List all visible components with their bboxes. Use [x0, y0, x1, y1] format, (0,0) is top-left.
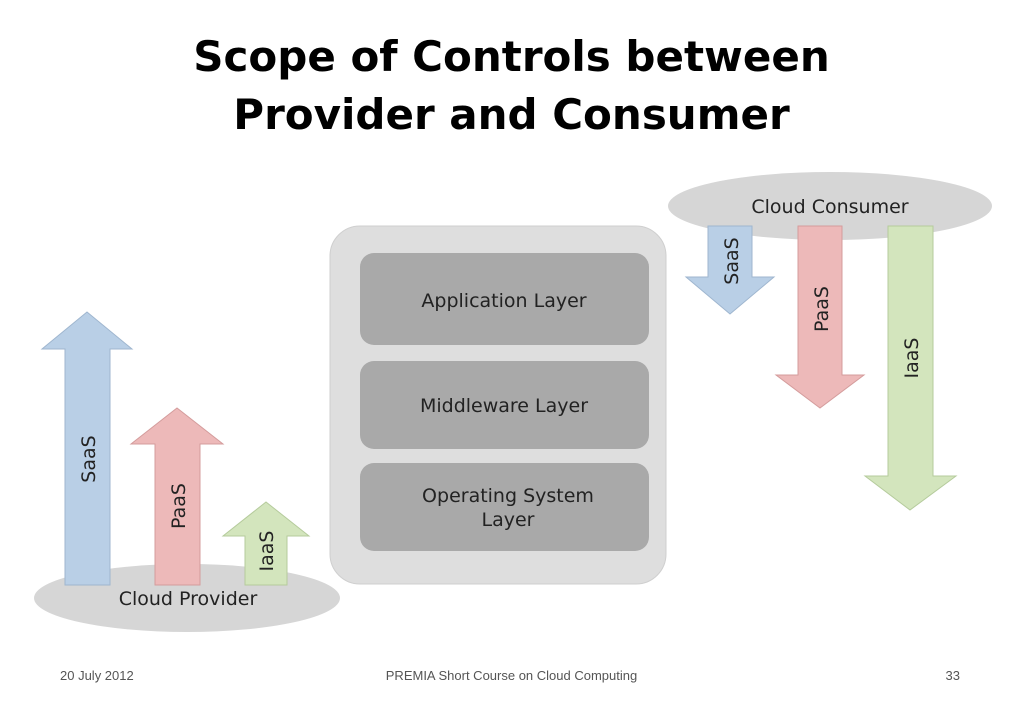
- os-layer-label-line2: Layer: [482, 509, 535, 531]
- title-line-1: Scope of Controls between: [193, 32, 830, 81]
- provider-paas-arrow: [129, 407, 225, 586]
- middleware-layer-box: [360, 361, 649, 449]
- provider-paas-label: PaaS: [168, 483, 190, 529]
- application-layer-label: Application Layer: [421, 290, 586, 312]
- os-layer-label-line1: Operating System: [422, 485, 594, 507]
- footer-course-title: PREMIA Short Course on Cloud Computing: [385, 668, 638, 683]
- provider-iaas-label: IaaS: [256, 531, 278, 572]
- consumer-paas-arrow: [774, 225, 866, 409]
- cloud-consumer-label: Cloud Consumer: [751, 196, 908, 218]
- consumer-iaas-arrow: [863, 225, 958, 511]
- provider-saas-label: SaaS: [78, 435, 100, 482]
- title-line-2: Provider and Consumer: [233, 90, 790, 139]
- middleware-layer-label: Middleware Layer: [420, 395, 588, 417]
- provider-saas-arrow: [40, 311, 134, 586]
- consumer-saas-label: SaaS: [721, 237, 743, 284]
- consumer-paas-label: PaaS: [811, 286, 833, 332]
- consumer-iaas-label: IaaS: [901, 338, 923, 379]
- cloud-consumer-ellipse: [668, 172, 992, 240]
- provider-iaas-arrow: [221, 501, 311, 586]
- footer-date: 20 July 2012: [60, 668, 134, 683]
- consumer-saas-arrow: [684, 225, 776, 315]
- footer-page-number: 33: [945, 668, 960, 683]
- cloud-provider-label: Cloud Provider: [119, 588, 258, 610]
- application-layer-box: [360, 253, 649, 345]
- slide-title: Scope of Controls between Provider and C…: [0, 28, 1023, 144]
- os-layer-box: [360, 463, 649, 551]
